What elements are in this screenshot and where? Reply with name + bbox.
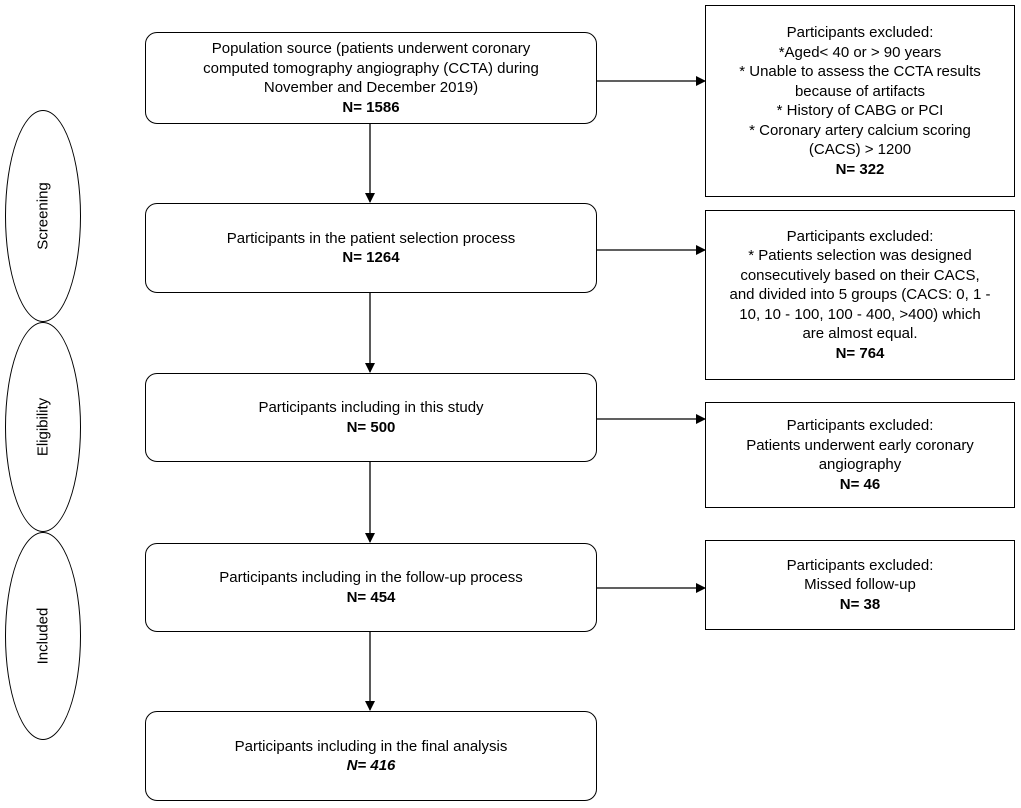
stage-included: Included <box>5 532 81 740</box>
box-line: Participants including in the final anal… <box>234 737 508 755</box>
box-line: Patients underwent early coronary <box>746 436 974 454</box>
box-line: Missed follow-up <box>804 576 916 594</box>
box-line: Participants including in this study <box>258 399 484 416</box>
box-line: * Patients selection was designed <box>748 247 972 265</box>
box-count: N= 322 <box>835 160 885 178</box>
box-line: *Aged< 40 or > 90 years <box>778 43 942 61</box>
box-line: Participants excluded: <box>786 227 934 245</box>
box-line: * Unable to assess the CCTA results <box>739 63 981 80</box>
box-selection-process: Participants in the patient selection pr… <box>145 203 597 293</box>
box-line: consecutively based on their CACS, <box>740 266 980 284</box>
box-line: Participants excluded: <box>786 24 934 41</box>
box-line: because of artifacts <box>794 82 926 100</box>
box-count: N= 46 <box>839 475 881 493</box>
box-line: Participants excluded: <box>786 417 934 434</box>
box-study-participants: Participants including in this study N= … <box>145 373 597 462</box>
box-population-source: Population source (patients underwent co… <box>145 32 597 124</box>
box-line: 10, 10 - 100, 100 - 400, >400) which <box>739 305 981 323</box>
box-count: N= 1264 <box>342 249 400 266</box>
box-count: N= 1586 <box>342 98 400 116</box>
box-count: N= 38 <box>839 595 881 613</box>
box-line: * History of CABG or PCI <box>776 102 944 119</box>
box-line: * Coronary artery calcium scoring <box>749 121 971 139</box>
box-follow-up: Participants including in the follow-up … <box>145 543 597 632</box>
box-count: N= 454 <box>346 588 396 606</box>
stage-eligibility: Eligibility <box>5 322 81 532</box>
box-line: computed tomography angiography (CCTA) d… <box>203 59 539 77</box>
box-exclusion-3: Participants excluded: Patients underwen… <box>705 402 1015 508</box>
box-count: N= 764 <box>835 344 885 362</box>
box-exclusion-1: Participants excluded: *Aged< 40 or > 90… <box>705 5 1015 197</box>
box-line: Population source (patients underwent co… <box>211 40 531 57</box>
box-line: Participants including in the follow-up … <box>219 569 523 586</box>
box-exclusion-2: Participants excluded: * Patients select… <box>705 210 1015 380</box>
box-line: Participants excluded: <box>786 556 934 574</box>
box-line: (CACS) > 1200 <box>808 141 912 158</box>
box-line: are almost equal. <box>802 325 918 343</box>
box-count: N= 416 <box>346 757 396 774</box>
box-line: and divided into 5 groups (CACS: 0, 1 - <box>729 286 991 304</box>
box-line: Participants in the patient selection pr… <box>226 229 516 247</box>
box-exclusion-4: Participants excluded: Missed follow-up … <box>705 540 1015 630</box>
box-line: angiography <box>818 456 902 473</box>
box-count: N= 500 <box>346 418 396 436</box>
box-final-analysis: Participants including in the final anal… <box>145 711 597 801</box>
stage-screening: Screening <box>5 110 81 322</box>
box-line: November and December 2019) <box>263 79 479 96</box>
